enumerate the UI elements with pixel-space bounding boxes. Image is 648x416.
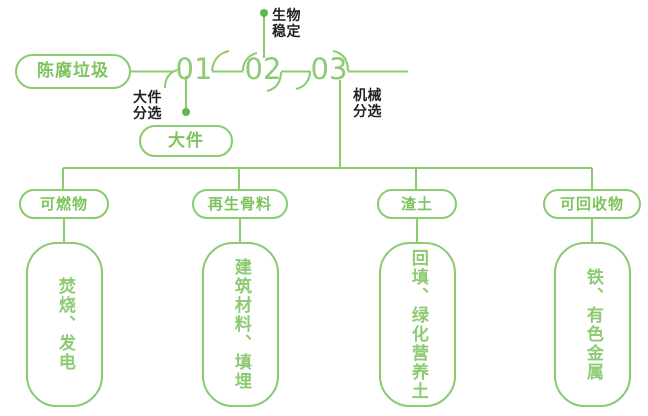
detail-text-1: 焚烧、发电: [54, 277, 75, 372]
detail-text-3: 回填、绿化营养土: [407, 248, 428, 401]
detail-box-outline-4: [553, 241, 632, 408]
detail-box-1: 焚烧、发电: [27, 243, 102, 406]
output-pill-label-2: 再生骨料: [207, 195, 272, 213]
detail-box-2: 建筑材料、填埋: [203, 243, 278, 406]
arc-01-left: [163, 69, 178, 89]
detail-box-4: 铁、有色金属: [555, 243, 630, 406]
detail-box-outline-2: [201, 241, 280, 408]
detail-box-3: 回填、绿化营养土: [380, 243, 455, 406]
step-note-01: 大件 分选: [133, 90, 162, 123]
arc-03-topright: [332, 49, 350, 72]
detail-box-outline-3: [378, 241, 457, 408]
detail-text-4: 铁、有色金属: [582, 267, 603, 382]
step-number-03: 03: [310, 52, 348, 86]
source-node-label: 陈腐垃圾: [37, 61, 109, 81]
intermediate-output-label: 大件: [168, 131, 204, 151]
detail-box-outline-1: [25, 241, 104, 408]
step-note-02: 生物 稳定: [272, 8, 301, 41]
branch-dot-bio: [260, 9, 268, 17]
step-number-01: 01: [175, 52, 213, 86]
output-pill-label-3: 渣土: [400, 195, 433, 213]
branch-dot-bulky: [182, 108, 190, 116]
arc-03-bottomleft: [295, 70, 312, 91]
arc-01-topright: [210, 49, 230, 72]
step-number-02: 02: [244, 52, 282, 86]
output-pill-label-1: 可燃物: [39, 195, 88, 213]
step-note-03: 机械 分选: [353, 88, 382, 121]
output-pill-label-4: 可回收物: [559, 195, 624, 213]
arc-02-bottomright: [266, 71, 283, 93]
detail-text-2: 建筑材料、填埋: [230, 258, 251, 391]
arc-02-topleft: [241, 51, 258, 72]
bulky-pill-outline: [138, 124, 234, 158]
